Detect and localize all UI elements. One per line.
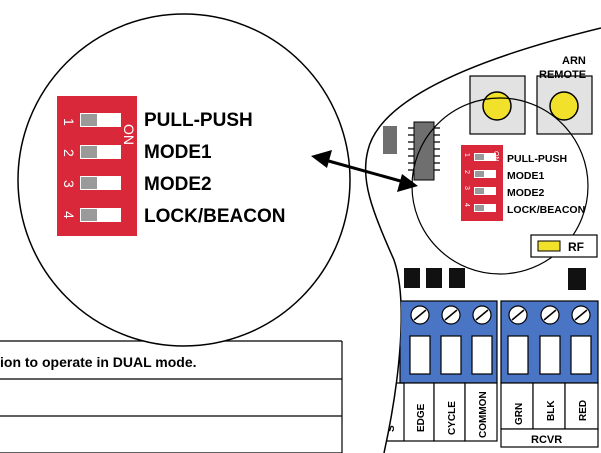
settings-table: ion to operate in DUAL mode.: [0, 340, 343, 453]
terminal-slot: [471, 335, 493, 375]
terminal-slot: [409, 335, 431, 375]
board-dip-num-4: 4: [463, 203, 470, 207]
rcvr-label-cell: [500, 428, 599, 448]
board-dip-toggle-3: [475, 188, 484, 194]
board-component: [383, 126, 397, 154]
terminal-label-partial: S: [386, 425, 397, 432]
terminal-slot: [507, 335, 529, 375]
board-dip-label-3: MODE2: [507, 187, 545, 199]
terminal-block-marker: [568, 268, 586, 290]
dip-toggle-3: [81, 177, 97, 189]
terminal-label-common: COMMON: [478, 391, 489, 438]
button-label-remote: REMOTE: [539, 69, 586, 81]
zoom-arrow: [311, 150, 418, 192]
dip-label-4: LOCK/BEACON: [144, 206, 285, 227]
dip-number-1: 1: [61, 118, 77, 126]
terminal-slots: [409, 335, 592, 375]
terminal-label-grn: GRN: [514, 403, 525, 425]
dip-label-1: PULL-PUSH: [144, 110, 253, 131]
terminal-slot: [539, 335, 561, 375]
dip-number-2: 2: [61, 149, 77, 157]
ic-chip: [413, 121, 435, 181]
terminal-label-cell: [464, 382, 498, 442]
dip-label-3: MODE2: [144, 174, 212, 195]
terminal-block-marker: [426, 268, 442, 288]
terminal-label-edge: EDGE: [416, 403, 427, 432]
board-dip-slot-1: [474, 153, 496, 161]
board-dip-slot-2: [474, 170, 496, 178]
board-dip-num-2: 2: [463, 170, 470, 174]
board-content: ARN REMOTE ON 1 2 3 4: [383, 55, 599, 448]
dip-label-2: MODE1: [144, 142, 212, 163]
terminal-label-cell: [433, 382, 466, 442]
rcvr-label: RCVR: [531, 434, 562, 446]
board-dip-toggle-2: [475, 171, 484, 177]
board-dip-label-4: LOCK/BEACON: [507, 204, 585, 216]
learn-button: [482, 91, 512, 121]
table-row-text: ion to operate in DUAL mode.: [0, 354, 197, 370]
board-dip-label-1: PULL-PUSH: [507, 153, 567, 165]
terminal-label-cell: [564, 382, 599, 430]
board-dip-toggle-4: [475, 205, 484, 211]
remote-button: [549, 91, 579, 121]
board-dip-label-2: MODE1: [507, 170, 545, 182]
rf-led: [537, 240, 561, 252]
rf-label: RF: [568, 240, 584, 254]
board-dip-slot-4: [474, 204, 496, 212]
board-dip-slot-3: [474, 187, 496, 195]
board-dip-toggle-1: [475, 154, 484, 160]
dip-on-label: ON: [121, 124, 137, 145]
board-dip-num-1: 1: [463, 153, 470, 157]
dip-switch-board: ON 1 2 3 4 PULL-PUSH MODE1 MODE2 LOCK/BE…: [461, 145, 585, 221]
terminal-label-cell: [532, 382, 566, 430]
button-label-arn: ARN: [562, 55, 586, 67]
dip-toggle-1: [81, 114, 97, 126]
terminal-block-marker: [449, 268, 465, 288]
terminal-slot: [570, 335, 592, 375]
dip-switch-zoom: ON 1 2 3 4 PULL-PUSH MODE1 MODE2 LOCK/BE…: [57, 96, 285, 236]
terminal-label-blk: BLK: [546, 400, 557, 421]
terminal-slot: [440, 335, 462, 375]
arrow-head-right-icon: [397, 174, 418, 192]
terminal-screws: [410, 305, 591, 325]
terminal-label-cycle: CYCLE: [447, 401, 458, 435]
dip-number-3: 3: [61, 180, 77, 188]
arrow-head-left-icon: [311, 150, 332, 168]
terminal-label-red: RED: [578, 400, 589, 421]
dip-toggle-4: [81, 209, 97, 221]
terminal-block-marker: [404, 268, 420, 288]
dip-toggle-2: [81, 146, 97, 158]
board-dip-num-3: 3: [463, 186, 470, 190]
dip-number-4: 4: [61, 211, 77, 219]
